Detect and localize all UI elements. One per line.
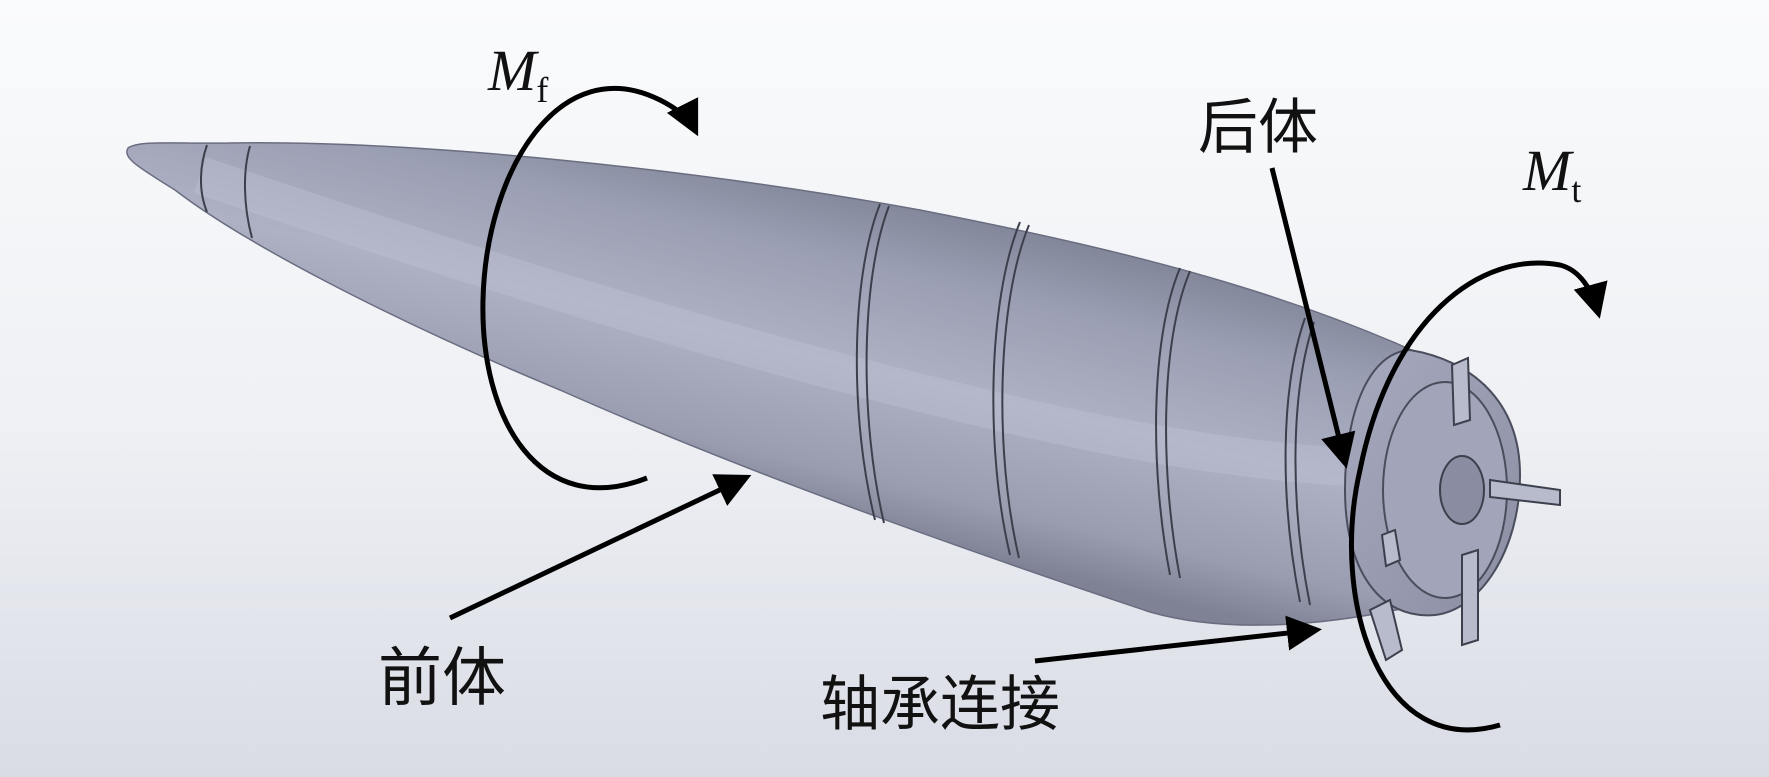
- nose-ring-1: [199, 144, 208, 213]
- fin-bottom: [1461, 548, 1479, 647]
- groove-1a: [855, 203, 881, 521]
- nose-ring-2: [244, 145, 253, 239]
- label-moment-tail: Mt: [1522, 138, 1581, 210]
- fin-lower-left: [1368, 598, 1404, 662]
- label-moment-front: Mf: [487, 38, 548, 110]
- fin-right: [1489, 478, 1561, 507]
- groove-2a: [992, 221, 1021, 556]
- tail-assembly: [1343, 348, 1561, 662]
- body-silhouette: [126, 142, 1486, 626]
- projectile-body: [126, 142, 1486, 626]
- label-bearing-connection: 轴承连接: [820, 670, 1060, 740]
- groove-2b: [1001, 224, 1030, 559]
- label-front-body: 前体: [378, 642, 506, 716]
- straight-arrow-icon: [1034, 615, 1322, 664]
- curved-arrow-icon: [480, 85, 699, 491]
- straight-arrow-icon: [1269, 167, 1356, 469]
- groove-3a: [1155, 267, 1181, 576]
- tail-center-hole: [1439, 455, 1485, 525]
- groove-4b: [1294, 321, 1315, 606]
- fin-top: [1450, 356, 1472, 427]
- groove-3b: [1165, 270, 1191, 579]
- label-rear-body: 后体: [1198, 93, 1318, 163]
- straight-arrow-icon: [448, 474, 752, 621]
- fin-left: [1380, 528, 1402, 568]
- curved-arrow-icon: [1348, 260, 1608, 733]
- groove-4a: [1284, 317, 1306, 603]
- groove-1b: [865, 205, 890, 524]
